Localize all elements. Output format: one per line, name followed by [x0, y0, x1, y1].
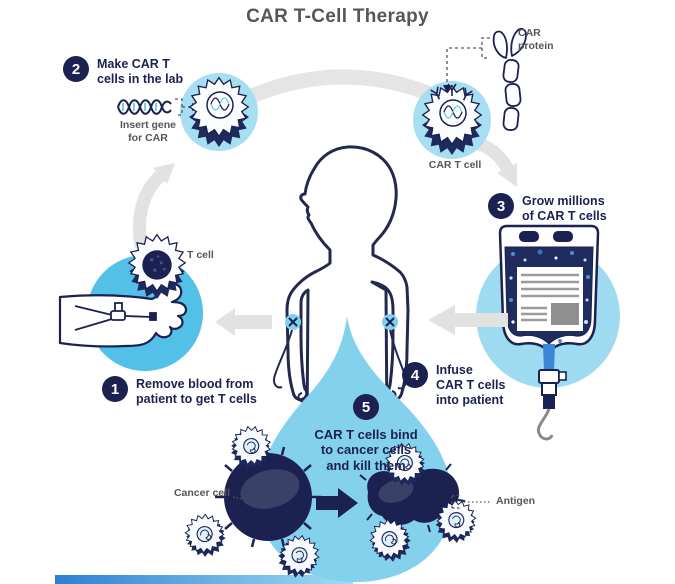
car-receptors-icon: [430, 83, 473, 101]
step-4: 4 Infuse CAR T cells into patient: [402, 362, 505, 407]
arrow-blood-out: [215, 308, 272, 336]
arrow-infuse-in: [428, 305, 508, 335]
dying-cancer-cell-icon: [367, 464, 460, 525]
left-iv-tube: [272, 329, 293, 389]
patient-body-figure: [285, 145, 410, 432]
bag-label-block: [551, 303, 579, 325]
bag-label-lines: [521, 273, 579, 322]
protein-to-cell-connector: [446, 37, 490, 86]
iv-patches: [272, 314, 408, 390]
step-1-label: Remove blood from patient to get T cells: [136, 377, 257, 406]
page-title: CAR T-Cell Therapy: [246, 6, 429, 27]
cancer-battle-scene: [179, 423, 492, 584]
iv-bag-illustration: [476, 224, 620, 441]
car-protein-label: CAR protein: [518, 27, 554, 53]
cancer-cell-highlight: [240, 469, 300, 509]
bottom-accent-bar: [55, 575, 353, 584]
step-3: 3 Grow millions of CAR T cells: [488, 193, 607, 224]
arc-top-arrow: [249, 69, 448, 107]
antigen-leader: [451, 494, 492, 509]
step-1-badge: 1: [102, 376, 128, 402]
arrow-up-head: [153, 163, 175, 184]
step-1: 1 Remove blood from patient to get T cel…: [102, 376, 257, 407]
step-2: 2 Make CAR T cells in the lab: [63, 56, 183, 87]
protein-arrowhead: [443, 85, 451, 93]
arrow-up-to-lab: [133, 171, 165, 248]
dna-to-cell-connector: [175, 98, 193, 116]
bag-slot-left: [519, 231, 539, 242]
car-t-cell-label: CAR T cell: [428, 159, 482, 171]
dna-icon: [117, 99, 172, 115]
kill-arrow-icon: [316, 488, 358, 518]
mini-car-t-cell-icon: [179, 509, 231, 563]
step-2-badge: 2: [63, 56, 89, 82]
transfer-arrows: [215, 305, 508, 336]
bag-port-icon: [536, 344, 567, 441]
step-5-badge: 5: [353, 394, 379, 420]
step-4-badge: 4: [402, 362, 428, 388]
dying-cell-highlight: [378, 479, 414, 503]
cancer-label-leader: [232, 496, 244, 500]
insert-gene-label: Insert gene for CAR: [119, 119, 177, 145]
step-3-badge: 3: [488, 193, 514, 219]
step-2-label: Make CAR T cells in the lab: [97, 57, 184, 86]
arrow-down-head: [497, 163, 517, 187]
step-3-label: Grow millions of CAR T cells: [522, 194, 607, 223]
step-4-label: Infuse CAR T cells into patient: [436, 363, 506, 407]
t-cell-label: T cell: [187, 249, 214, 261]
bag-tube: [536, 408, 554, 441]
step-5-label: CAR T cells bind to cancer cells and kil…: [314, 427, 418, 473]
iv-catheter-icon: [74, 302, 157, 331]
cancer-cell-label: Cancer cell: [173, 487, 230, 499]
antigen-label: Antigen: [496, 495, 536, 507]
step-5: 5 CAR T cells bind to cancer cells and k…: [297, 394, 435, 473]
car-protein-icon: [492, 27, 527, 131]
bag-slot-right: [553, 231, 573, 242]
